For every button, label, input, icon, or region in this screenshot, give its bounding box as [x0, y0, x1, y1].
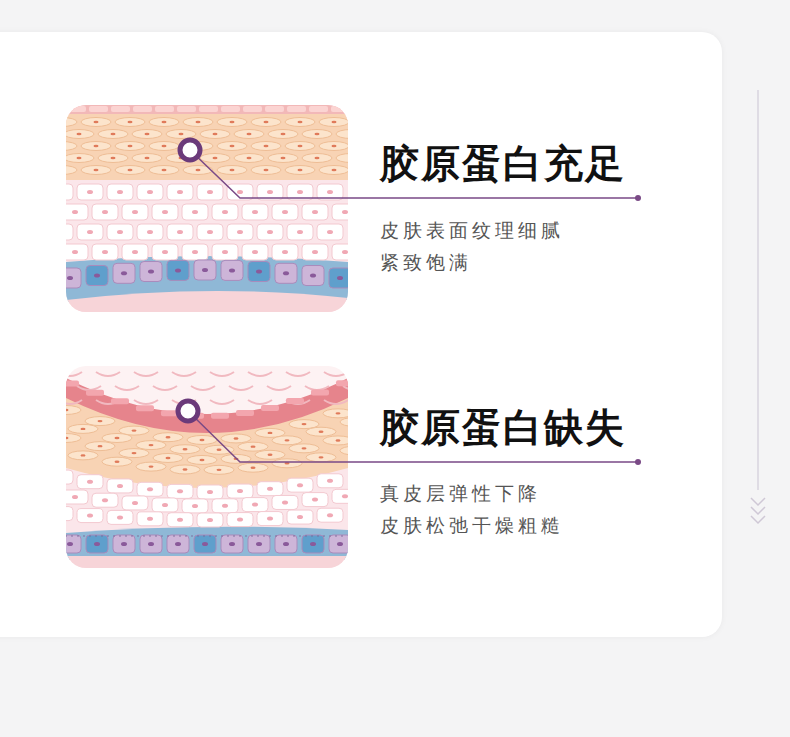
description: 真皮层弹性下降 皮肤松弛干燥粗糙 — [380, 477, 580, 541]
heading: 胶原蛋白充足 — [380, 141, 626, 188]
heading: 胶原蛋白缺失 — [380, 405, 626, 452]
description: 皮肤表面纹理细腻 紧致饱满 — [380, 214, 580, 278]
